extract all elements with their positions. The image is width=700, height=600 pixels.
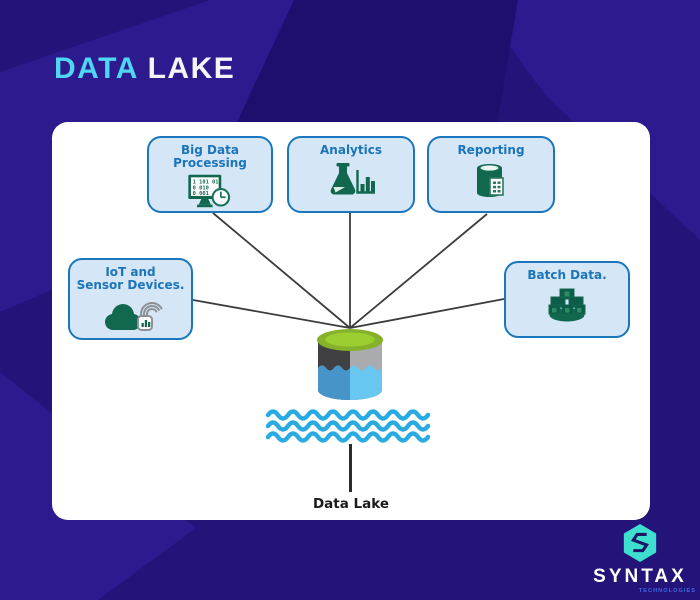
page-title: DATA LAKE [54,52,235,86]
node-label-line2: Sensor Devices. [76,278,185,293]
node-label: Batch Data. [527,268,607,282]
node-label: Reporting [457,143,525,157]
node-batch-data: Batch Data. [504,261,630,338]
diagram-card: Big Data Processing 1 101 01 0 010 0 001… [52,122,650,520]
brand-tagline: TECHNOLOGIES [638,588,696,594]
water-waves-icon [265,409,431,443]
node-iot-sensor-devices: IoT and Sensor Devices. [68,258,193,340]
binary-row: 0 010 [193,185,209,191]
title-word-lake: LAKE [147,52,236,85]
node-label: IoT and Sensor Devices. [76,265,185,293]
binary-row: 0 001 [193,191,209,197]
node-analytics: Analytics [287,136,415,213]
node-label-line1: IoT and [105,265,156,279]
node-reporting: Reporting [427,136,555,213]
node-label: Analytics [320,143,382,157]
flask-bar-chart-icon [330,163,375,195]
node-big-data-processing: Big Data Processing 1 101 01 0 010 0 001 [147,136,273,213]
data-lake-cylinder-icon [317,329,383,400]
node-label: Big Data Processing [173,143,247,171]
connector-lines [192,212,505,329]
database-report-icon [477,164,504,198]
label-connector-line [349,444,352,492]
brand-name: SYNTAX [593,566,687,587]
binary-row: 1 101 01 [193,179,219,185]
brand-logo: SYNTAX TECHNOLOGIES [582,521,698,594]
monitor-binary-clock-icon: 1 101 01 0 010 0 001 [188,174,231,208]
cloud-sensor-wifi-icon [104,301,163,331]
data-lake-label: Data Lake [312,496,390,512]
title-word-data: DATA [54,52,138,85]
hexagon-s-icon [623,524,657,562]
batch-blocks-icon [548,288,586,322]
